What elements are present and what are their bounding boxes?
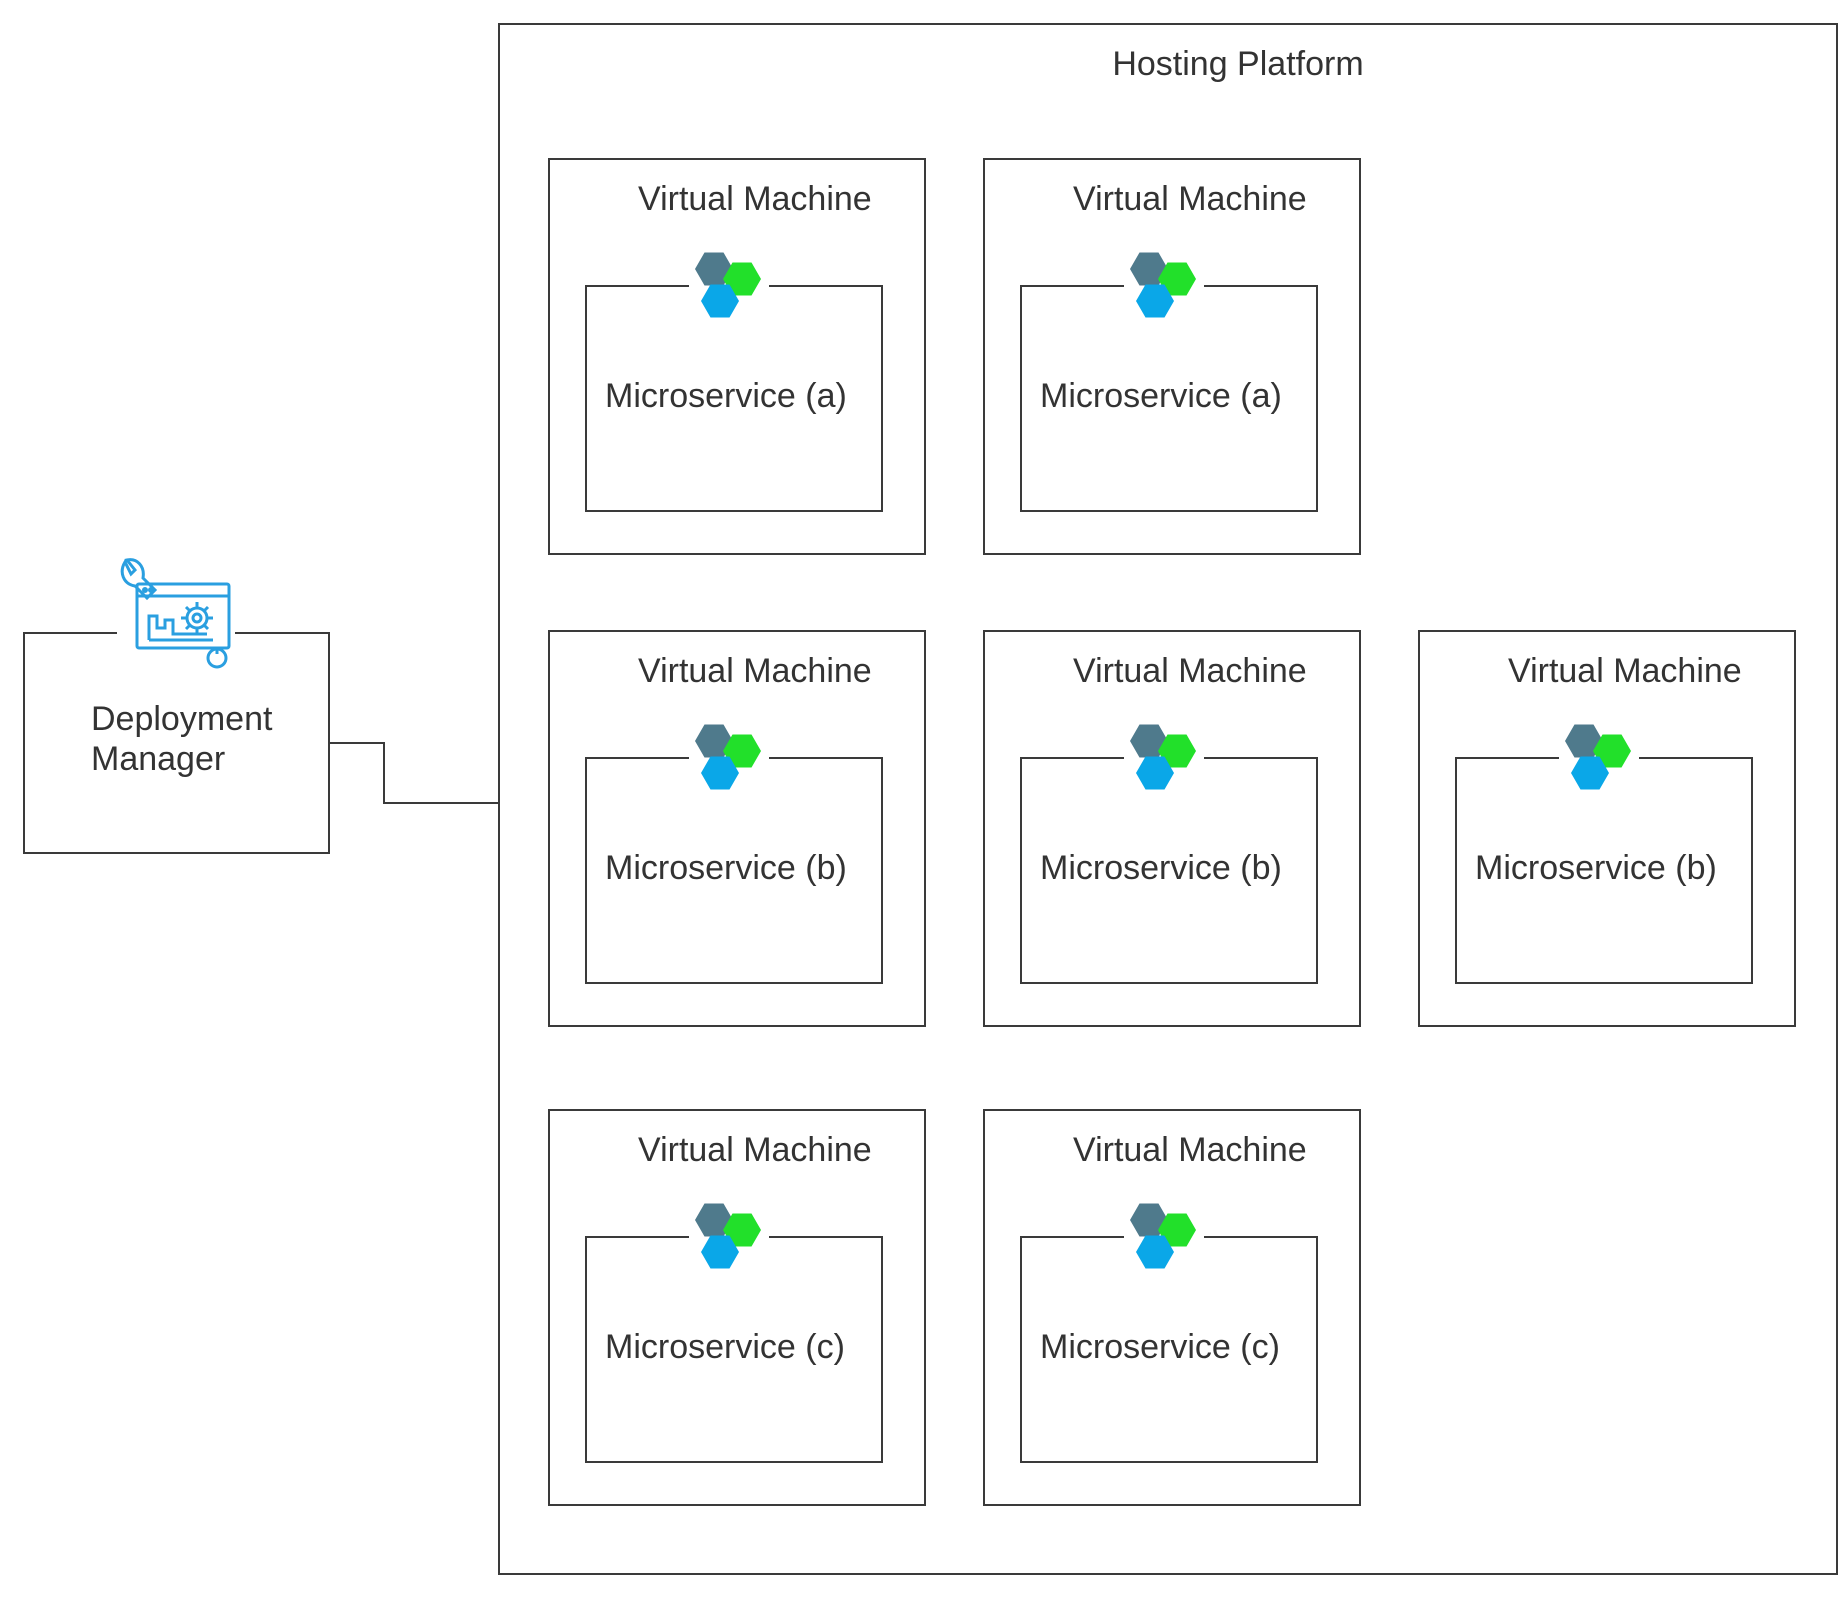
microservice-box[interactable]: Microservice (b) xyxy=(1020,757,1318,984)
microservice-hexagons-icon xyxy=(1124,245,1204,325)
microservice-label: Microservice (c) xyxy=(605,1328,845,1366)
hosting-platform-title: Hosting Platform xyxy=(1112,45,1364,83)
microservice-box[interactable]: Microservice (b) xyxy=(1455,757,1753,984)
microservice-box[interactable]: Microservice (c) xyxy=(585,1236,883,1463)
microservice-hexagons-icon xyxy=(1559,717,1639,797)
microservice-hexagons-icon xyxy=(689,1196,769,1276)
microservice-label: Microservice (b) xyxy=(605,849,847,887)
virtual-machine-title: Virtual Machine xyxy=(638,180,872,218)
virtual-machine-title: Virtual Machine xyxy=(1073,1131,1307,1169)
virtual-machine-title: Virtual Machine xyxy=(638,1131,872,1169)
microservice-label: Microservice (b) xyxy=(1475,849,1717,887)
microservice-hexagons-icon xyxy=(689,245,769,325)
virtual-machine-title: Virtual Machine xyxy=(1073,180,1307,218)
microservice-label: Microservice (c) xyxy=(1040,1328,1280,1366)
virtual-machine-title: Virtual Machine xyxy=(638,652,872,690)
deployment-tools-icon xyxy=(117,554,235,670)
deployment-manager-label-line2: Manager xyxy=(91,740,226,778)
microservice-hexagons-icon xyxy=(1124,717,1204,797)
deployment-manager-label-line1: Deployment xyxy=(91,700,273,738)
microservice-label: Microservice (b) xyxy=(1040,849,1282,887)
virtual-machine-title: Virtual Machine xyxy=(1508,652,1742,690)
microservice-hexagons-icon xyxy=(1124,1196,1204,1276)
microservice-label: Microservice (a) xyxy=(1040,377,1282,415)
microservice-label: Microservice (a) xyxy=(605,377,847,415)
virtual-machine-title: Virtual Machine xyxy=(1073,652,1307,690)
microservice-hexagons-icon xyxy=(689,717,769,797)
